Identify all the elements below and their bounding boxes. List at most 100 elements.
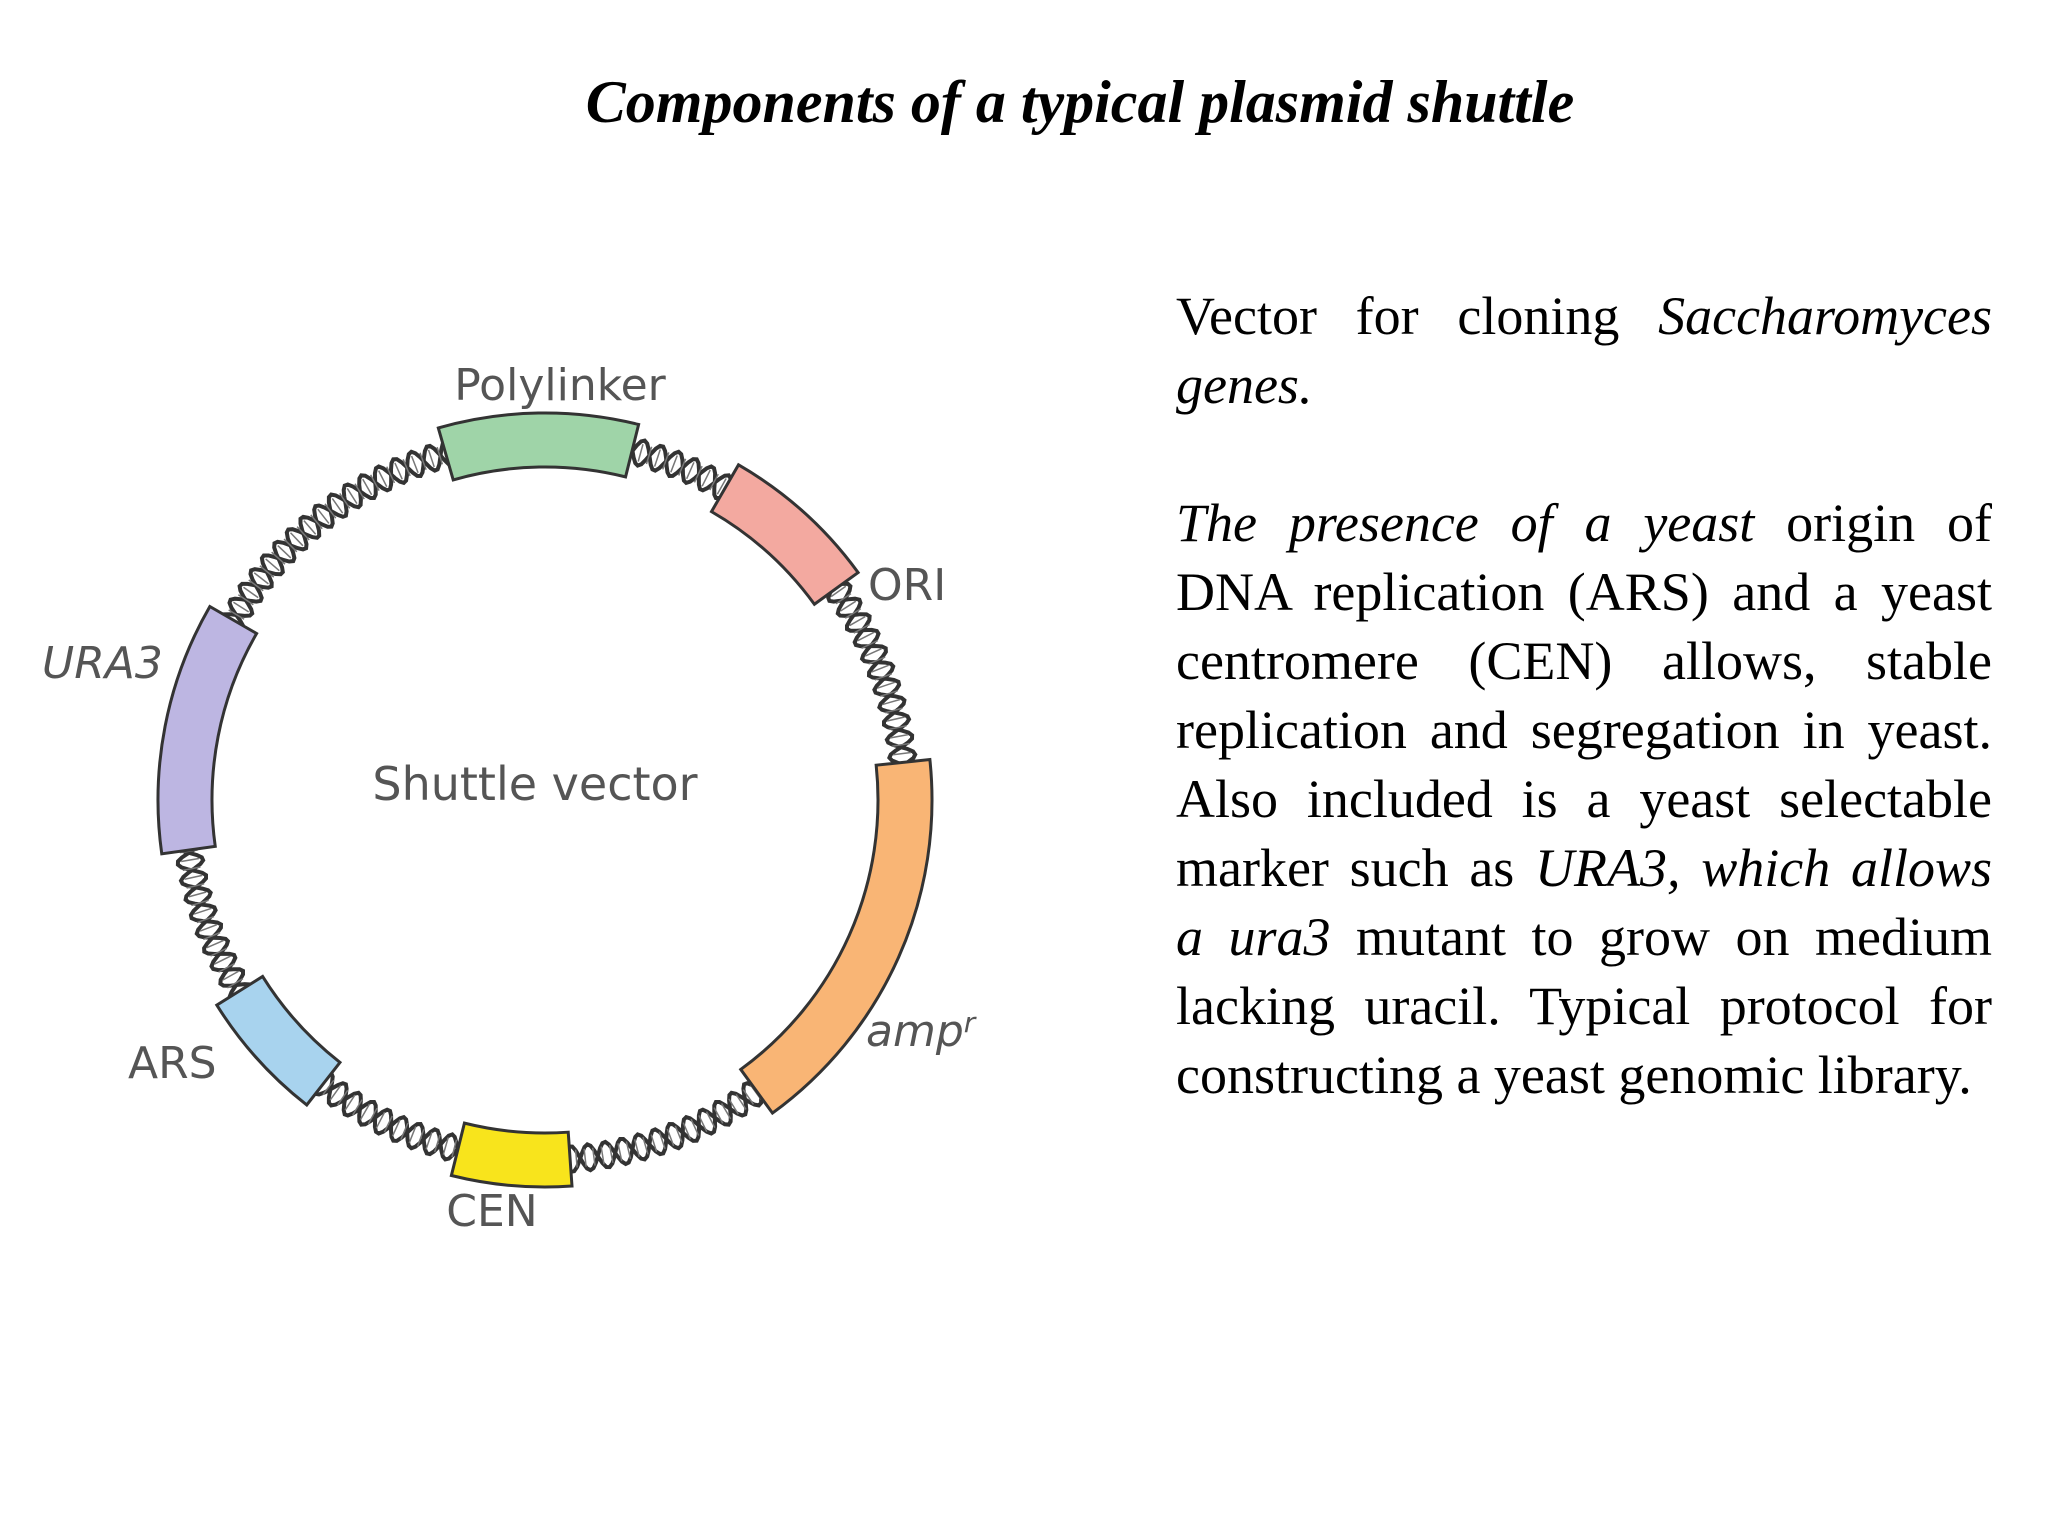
dna-base-pair bbox=[362, 478, 373, 496]
segment-polylinker bbox=[436, 411, 641, 482]
dna-base-pair bbox=[701, 469, 711, 487]
dna-base-pair bbox=[336, 1089, 349, 1106]
dna-base-pair bbox=[419, 452, 427, 471]
dna-base-pair bbox=[416, 1129, 425, 1147]
dna-base-pair bbox=[191, 899, 209, 907]
dna-base-pair bbox=[436, 446, 444, 465]
label-ars: ARS bbox=[128, 1038, 217, 1089]
segment-ura3 bbox=[156, 604, 259, 856]
dna-base-pair bbox=[289, 532, 304, 547]
dna-base-pair bbox=[890, 733, 909, 739]
dna-base-pair bbox=[698, 1115, 708, 1132]
dna-base-pair bbox=[835, 593, 852, 605]
dna-base-pair bbox=[685, 462, 695, 480]
dna-base-pair bbox=[591, 1147, 596, 1166]
dna-base-pair bbox=[728, 1098, 739, 1115]
p2-text-end: mutant to grow on medium lacking uracil.… bbox=[1176, 907, 1993, 1105]
dna-base-pair bbox=[277, 544, 292, 559]
dna-base-pair bbox=[391, 1119, 401, 1137]
dna-base-pair bbox=[888, 725, 907, 731]
paragraph-1: Vector for cloning Saccharomyces genes. bbox=[1176, 282, 1992, 420]
dna-base-pair bbox=[600, 1146, 605, 1165]
dna-base-pair bbox=[310, 514, 323, 530]
dna-base-pair bbox=[354, 483, 365, 500]
dna-base-pair bbox=[650, 1134, 658, 1152]
dna-base-pair bbox=[375, 1111, 386, 1129]
dna-base-pair bbox=[402, 459, 411, 477]
segment-ars bbox=[214, 974, 343, 1108]
dna-base-pair bbox=[642, 1136, 649, 1155]
dna-base-pair bbox=[709, 473, 719, 491]
p2-italic-start: The presence of a yeast bbox=[1176, 493, 1755, 553]
dna-base-pair bbox=[583, 1148, 587, 1167]
dna-base-pair bbox=[451, 1139, 458, 1158]
description-text: Vector for cloning Saccharomyces genes. … bbox=[1176, 282, 1992, 1110]
dna-base-pair bbox=[857, 631, 875, 642]
dna-base-pair bbox=[253, 572, 269, 585]
dna-base-pair bbox=[346, 488, 358, 505]
dna-base-pair bbox=[670, 455, 678, 473]
dna-base-pair bbox=[442, 1137, 449, 1155]
dna-base-pair bbox=[637, 444, 644, 462]
slide-title: Components of a typical plasmid shuttle bbox=[585, 69, 1575, 135]
dna-base-pair bbox=[844, 608, 862, 619]
dna-base-pair bbox=[633, 1139, 640, 1157]
p2-italic-gene: URA3, which allows a ura3 bbox=[1176, 838, 1992, 967]
dna-base-pair bbox=[720, 1102, 732, 1120]
dna-base-pair bbox=[871, 664, 889, 673]
dna-base-pair bbox=[181, 857, 200, 863]
label-ori: ORI bbox=[868, 560, 946, 611]
dna-base-pair bbox=[658, 1131, 666, 1150]
dna-base-pair bbox=[666, 1128, 675, 1147]
dna-base-pair bbox=[303, 520, 317, 535]
dna-base-pair bbox=[222, 970, 239, 981]
dna-base-pair bbox=[228, 609, 245, 620]
label-cen: CEN bbox=[446, 1186, 537, 1237]
dna-base-pair bbox=[892, 751, 912, 756]
dna-base-pair bbox=[271, 551, 286, 565]
dna-base-pair bbox=[369, 474, 380, 492]
p2-text: origin of DNA replication (ARS) and a ye… bbox=[1176, 493, 1992, 898]
dna-base-pair bbox=[400, 1122, 409, 1140]
dna-base-pair bbox=[322, 1079, 335, 1096]
dna-base-pair bbox=[884, 707, 903, 714]
dna-base-pair bbox=[682, 1122, 692, 1140]
dna-base-pair bbox=[705, 1111, 716, 1128]
dna-base-pair bbox=[317, 508, 330, 524]
dna-base-pair bbox=[830, 585, 847, 598]
dna-base-pair bbox=[662, 452, 670, 470]
dna-base-pair bbox=[283, 538, 298, 553]
dna-base-pair bbox=[891, 742, 910, 748]
label-amp-superscript: r bbox=[964, 1006, 977, 1039]
dna-base-pair bbox=[359, 1103, 371, 1120]
dna-base-pair bbox=[377, 470, 388, 488]
dna-base-pair bbox=[210, 947, 228, 957]
plasmid-segments bbox=[156, 411, 934, 1189]
dna-base-pair bbox=[864, 648, 882, 657]
label-ura3: URA3 bbox=[42, 638, 163, 689]
dna-base-pair bbox=[427, 449, 435, 468]
dna-base-pair bbox=[880, 690, 898, 697]
dna-base-pair bbox=[849, 615, 866, 627]
segment-cen bbox=[449, 1121, 574, 1189]
dna-base-pair bbox=[408, 1126, 417, 1144]
dna-base-pair bbox=[259, 565, 275, 578]
dna-base-pair bbox=[367, 1107, 378, 1125]
dna-base-pair bbox=[248, 579, 264, 592]
dna-base-pair bbox=[874, 673, 893, 681]
dna-base-pair bbox=[386, 466, 396, 484]
dna-base-pair bbox=[218, 963, 235, 973]
label-polylinker: Polylinker bbox=[454, 360, 666, 411]
dna-base-pair bbox=[206, 939, 224, 949]
dna-base-pair bbox=[237, 594, 254, 606]
dna-base-pair bbox=[674, 1125, 683, 1143]
dna-base-pair bbox=[690, 1118, 700, 1136]
dna-base-pair bbox=[243, 586, 259, 599]
dna-base-pair bbox=[574, 1149, 578, 1168]
dna-base-pair bbox=[625, 1141, 632, 1160]
dna-base-pair bbox=[877, 681, 895, 689]
dna-base-pair bbox=[713, 1107, 724, 1124]
dna-base-pair bbox=[214, 955, 231, 965]
center-label: Shuttle vector bbox=[372, 757, 697, 811]
dna-base-pair bbox=[394, 462, 403, 480]
